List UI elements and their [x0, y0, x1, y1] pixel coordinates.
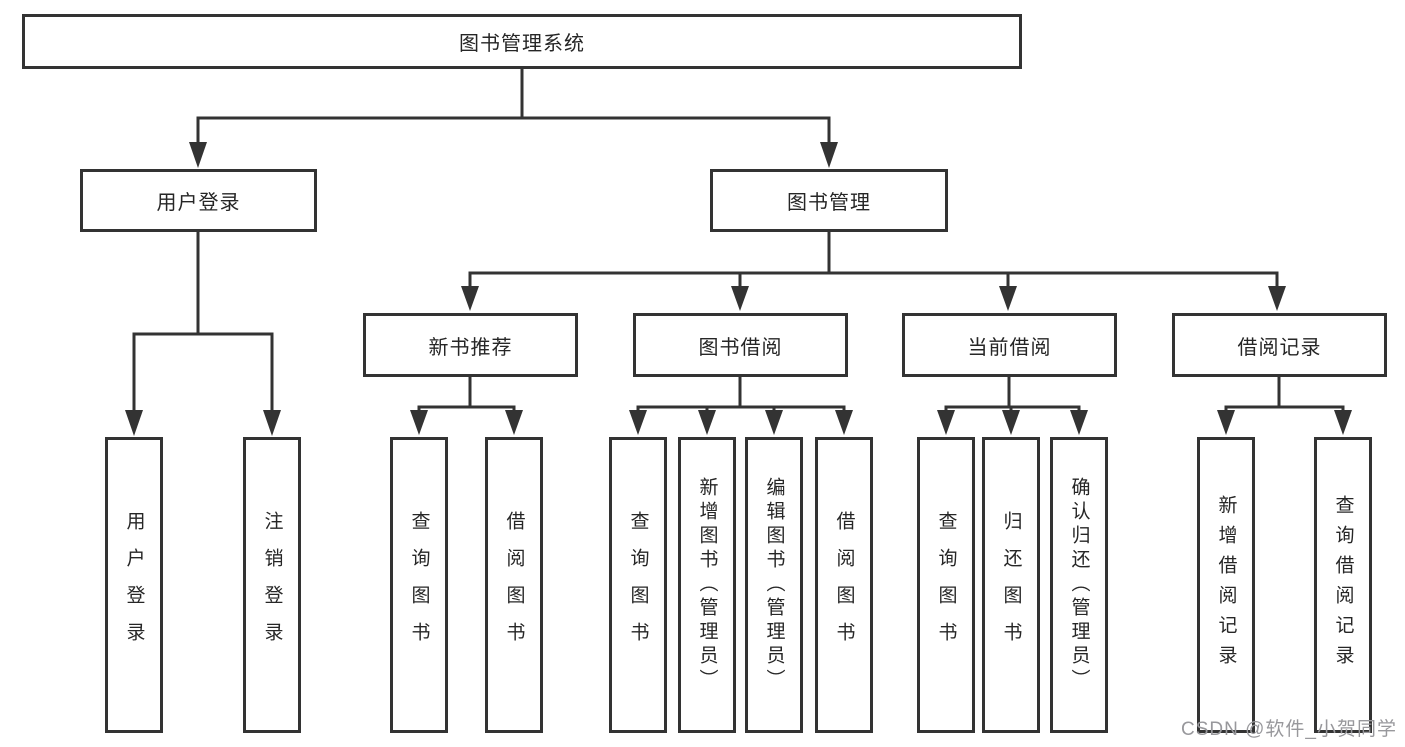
leaf-logout: 注销登录: [243, 437, 301, 733]
node-book-borrow: 图书借阅: [633, 313, 848, 377]
leaf-query-books-borrow: 查询图书: [609, 437, 667, 733]
edge-management-to-level3: [461, 230, 1286, 311]
leaf-confirm-return-admin: 确认归还（管理员）: [1050, 437, 1108, 733]
leaf-user-login: 用户登录: [105, 437, 163, 733]
leaf-edit-book-admin: 编辑图书（管理员）: [745, 437, 803, 733]
leaf-query-books-current: 查询图书: [917, 437, 975, 733]
edge-borrow-to-leaves: [629, 375, 853, 435]
leaf-add-book-admin-label: 新增图书（管理员）: [696, 477, 718, 693]
node-new-book-recommend: 新书推荐: [363, 313, 578, 377]
edge-records-to-leaves: [1217, 375, 1352, 435]
leaf-return-book-label: 归还图书: [1000, 511, 1022, 659]
leaf-borrow-books-recommend-label: 借阅图书: [503, 511, 525, 659]
node-borrow-records-label: 借阅记录: [1237, 336, 1322, 359]
node-user-login: 用户登录: [80, 169, 317, 232]
leaf-query-books-borrow-label: 查询图书: [627, 511, 649, 659]
leaf-query-borrow-record-label: 查询借阅记录: [1332, 495, 1354, 675]
leaf-add-book-admin: 新增图书（管理员）: [678, 437, 736, 733]
leaf-borrow-books-label: 借阅图书: [833, 511, 855, 659]
edge-login-to-leaves: [125, 230, 281, 436]
node-book-management-label: 图书管理: [787, 192, 871, 214]
node-user-login-label: 用户登录: [156, 192, 241, 214]
leaf-query-borrow-record: 查询借阅记录: [1314, 437, 1372, 733]
leaf-user-login-label: 用户登录: [123, 511, 145, 659]
node-book-borrow-label: 图书借阅: [698, 336, 783, 359]
node-current-borrow: 当前借阅: [902, 313, 1117, 377]
node-book-management: 图书管理: [710, 169, 948, 232]
leaf-borrow-books-recommend: 借阅图书: [485, 437, 543, 733]
node-current-borrow-label: 当前借阅: [967, 336, 1052, 359]
node-new-book-recommend-label: 新书推荐: [428, 336, 513, 359]
leaf-add-borrow-record: 新增借阅记录: [1197, 437, 1255, 733]
leaf-add-borrow-record-label: 新增借阅记录: [1215, 495, 1237, 675]
edge-root-to-level2: [189, 67, 838, 168]
watermark: CSDN @软件_小贺同学: [1181, 719, 1397, 740]
leaf-borrow-books: 借阅图书: [815, 437, 873, 733]
node-borrow-records: 借阅记录: [1172, 313, 1387, 377]
leaf-query-books-recommend-label: 查询图书: [408, 511, 430, 659]
leaf-return-book: 归还图书: [982, 437, 1040, 733]
node-root-label: 图书管理系统: [459, 33, 585, 55]
leaf-logout-label: 注销登录: [261, 511, 283, 659]
leaf-query-books-recommend: 查询图书: [390, 437, 448, 733]
edge-recommend-to-leaves: [410, 375, 523, 435]
leaf-query-books-current-label: 查询图书: [935, 511, 957, 659]
node-root: 图书管理系统: [22, 14, 1022, 69]
leaf-edit-book-admin-label: 编辑图书（管理员）: [763, 477, 785, 693]
edge-current-to-leaves: [937, 375, 1088, 435]
leaf-confirm-return-admin-label: 确认归还（管理员）: [1068, 477, 1090, 693]
